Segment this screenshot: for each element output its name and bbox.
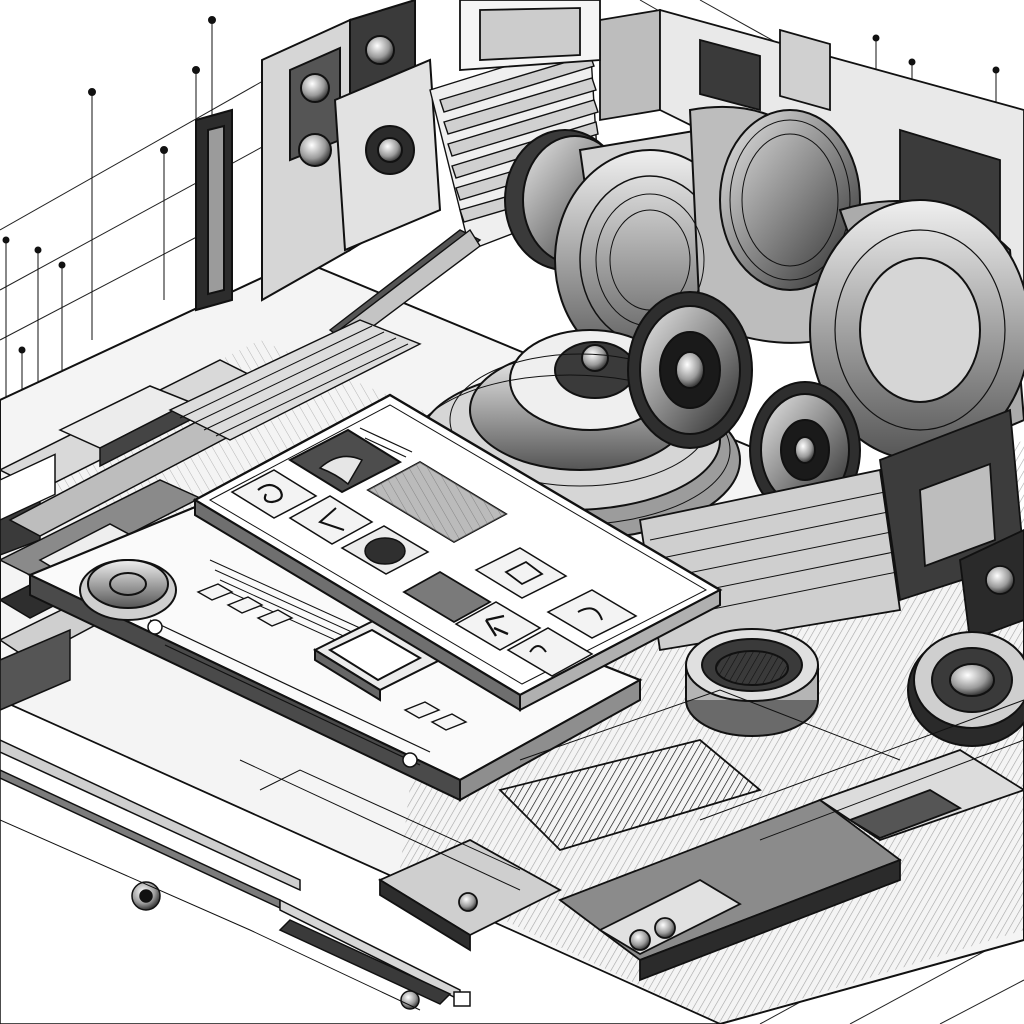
app-tile-icon[interactable] (287, 428, 403, 494)
lens-camera (627, 291, 861, 519)
gear-wheel (907, 631, 1024, 747)
glyph-k-icon[interactable] (454, 601, 542, 651)
bottom-rails (0, 739, 471, 1010)
ring-bowl (685, 628, 819, 737)
antenna-poles (2, 16, 1000, 1010)
trace-lines (0, 689, 1024, 1011)
crescent-icon[interactable] (546, 589, 638, 639)
wave-icon[interactable] (506, 627, 594, 677)
diamond-icon[interactable] (474, 547, 568, 599)
dial-icon[interactable] (79, 559, 177, 621)
small-square-icon[interactable] (312, 618, 443, 702)
slider-bar[interactable] (366, 460, 508, 544)
chevron-left-icon[interactable] (288, 495, 374, 545)
left-circuit-bank (0, 359, 262, 711)
speaker-tower (195, 0, 442, 312)
toggle-button[interactable] (402, 570, 492, 624)
spiral-icon[interactable] (230, 469, 318, 519)
circle-icon[interactable] (340, 525, 430, 575)
panel-keys (196, 583, 468, 731)
bottom-right-machinery (378, 739, 1024, 982)
cylinder-rotors (504, 105, 1024, 462)
